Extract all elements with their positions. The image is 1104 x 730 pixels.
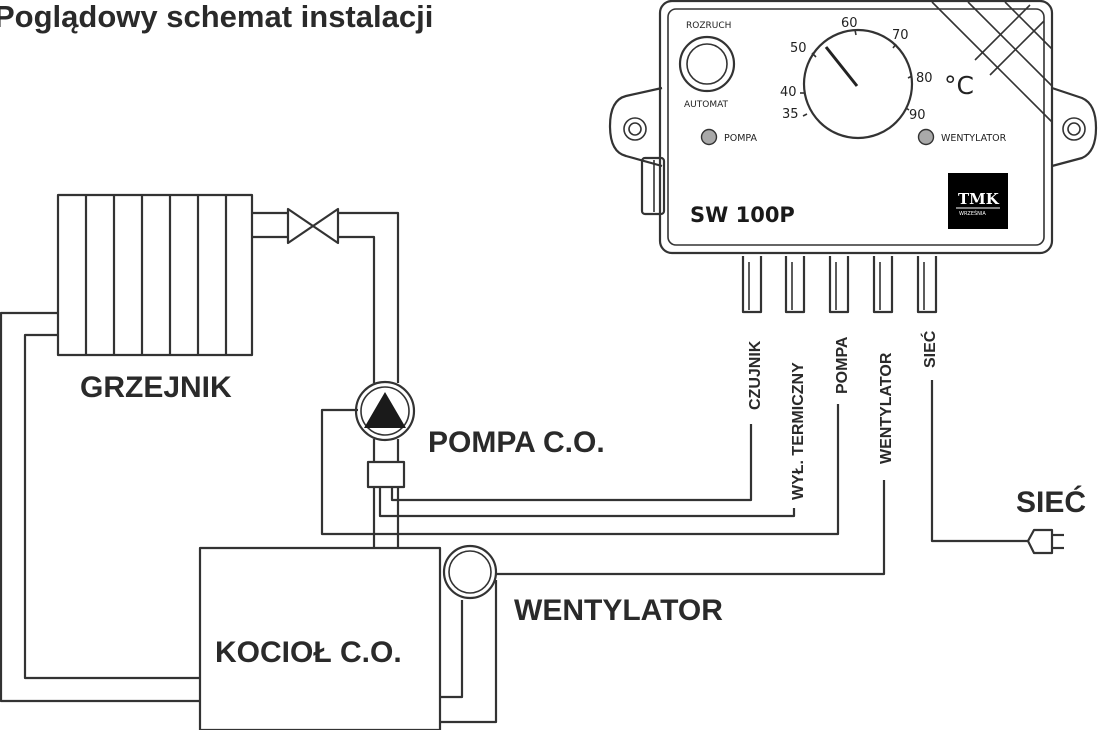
fan-label: WENTYLATOR xyxy=(514,594,723,627)
pump-led xyxy=(700,128,718,146)
tmk-logo: TMK WRZEŚNIA xyxy=(948,173,1008,229)
cable-label-wyl-termiczny: WYŁ. TERMICZNY xyxy=(790,362,807,500)
logo-subtext: WRZEŚNIA xyxy=(959,210,986,217)
cable-label-pompa: POMPA xyxy=(834,336,851,394)
unit-label: °C xyxy=(944,71,974,100)
pump-led-label: POMPA xyxy=(724,133,758,144)
radiator-label: GRZEJNIK xyxy=(80,371,232,404)
radiator xyxy=(56,193,254,357)
switch-top-label: ROZRUCH xyxy=(686,21,731,31)
logo-text: TMK xyxy=(958,190,1000,208)
fan-led xyxy=(917,128,935,146)
dial-tick-90: 90 xyxy=(909,108,926,123)
valve-icon xyxy=(286,207,340,245)
diagram-title: Poglądowy schemat instalacji xyxy=(0,0,433,34)
mode-switch[interactable] xyxy=(678,35,736,93)
mains-label: SIEĆ xyxy=(1016,485,1086,519)
pipes xyxy=(0,211,498,724)
controller-housing xyxy=(658,0,1054,255)
cable-label-wentylator: WENTYLATOR xyxy=(878,352,895,464)
pump-label: POMPA C.O. xyxy=(428,426,605,459)
dial-scale: 35 40 50 60 70 80 90 xyxy=(780,16,933,123)
dial-tick-35: 35 xyxy=(782,107,799,122)
wires xyxy=(320,380,1028,576)
boiler xyxy=(198,546,442,730)
model-label: SW 100P xyxy=(690,203,795,227)
dial-tick-70: 70 xyxy=(892,28,909,43)
boiler-label: KOCIOŁ C.O. xyxy=(215,636,402,669)
cable-label-czujnik: CZUJNIK xyxy=(747,340,764,410)
fan-icon xyxy=(442,544,498,600)
dial-tick-60: 60 xyxy=(841,16,858,31)
dial-tick-50: 50 xyxy=(790,41,807,56)
mains-plug-icon xyxy=(1026,528,1064,555)
sensor-block xyxy=(366,460,406,489)
switch-bottom-label: AUTOMAT xyxy=(684,100,729,110)
cable-label-siec: SIEĆ xyxy=(920,330,939,368)
fan-led-label: WENTYLATOR xyxy=(941,133,1007,144)
pump-icon xyxy=(354,380,416,442)
dial-tick-40: 40 xyxy=(780,85,797,100)
dial-tick-80: 80 xyxy=(916,71,933,86)
temperature-dial[interactable] xyxy=(802,28,914,140)
cable-stubs xyxy=(741,256,938,314)
controller-unit: ROZRUCH AUTOMAT POMPA WENTYLATOR 35 40 5… xyxy=(608,0,1098,255)
